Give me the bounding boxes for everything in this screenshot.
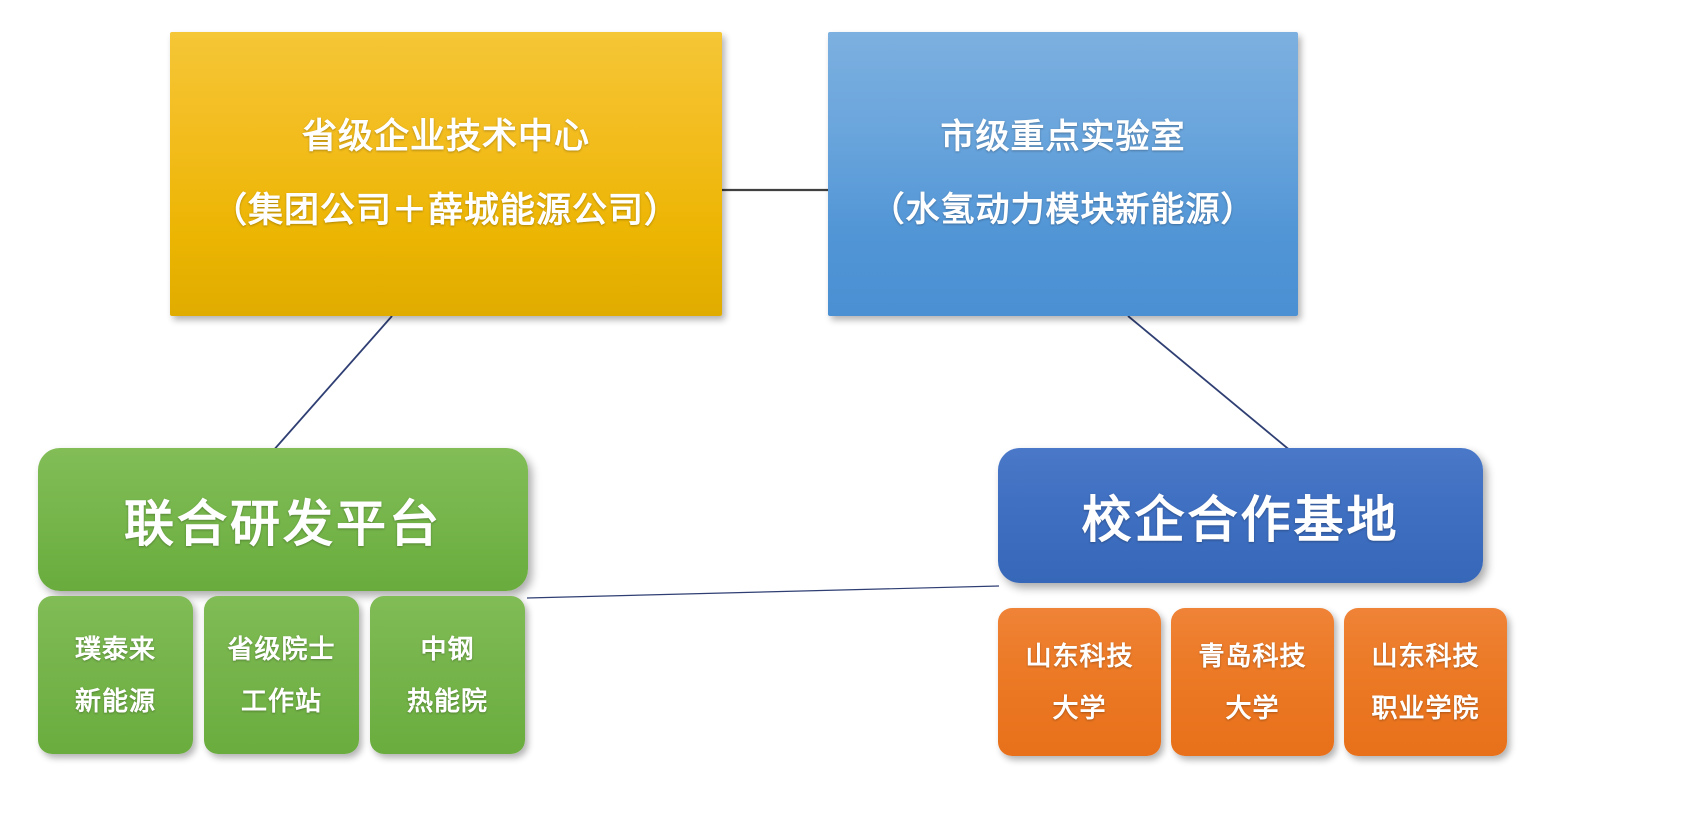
node-title-line-2: （水氢动力模块新能源） (870, 191, 1256, 229)
node-child-shandong-univ-science-technology[interactable]: 山东科技 大学 (998, 608, 1161, 756)
node-child-line-1: 中钢 (420, 634, 475, 664)
node-child-line-1: 青岛科技 (1198, 641, 1307, 671)
node-child-line-2: 新能源 (74, 686, 156, 716)
node-municipal-key-laboratory[interactable]: 市级重点实验室 （水氢动力模块新能源） (828, 32, 1298, 316)
node-child-line-1: 山东科技 (1371, 641, 1480, 671)
node-child-qingdao-univ-science-technology[interactable]: 青岛科技 大学 (1171, 608, 1334, 756)
node-child-line-1: 璞泰来 (74, 634, 156, 664)
node-provincial-enterprise-tech-center[interactable]: 省级企业技术中心 （集团公司＋薛城能源公司） (170, 32, 722, 316)
node-child-line-1: 山东科技 (1025, 641, 1134, 671)
connector-joint-rd-to-school-base (526, 585, 1000, 599)
node-child-line-2: 大学 (1225, 693, 1280, 723)
node-child-line-2: 工作站 (240, 686, 322, 716)
node-joint-rd-platform[interactable]: 联合研发平台 (38, 448, 528, 591)
node-title-line-1: 省级企业技术中心 (301, 116, 590, 156)
node-child-line-2: 大学 (1052, 693, 1107, 723)
node-child-line-1: 省级院士 (227, 634, 336, 664)
node-platform-label: 校企合作基地 (1081, 491, 1400, 548)
node-platform-label: 联合研发平台 (124, 495, 442, 552)
node-title-line-2: （集团公司＋薛城能源公司） (211, 191, 680, 230)
node-child-putailai-new-energy[interactable]: 璞泰来 新能源 (38, 596, 193, 754)
node-child-provincial-academician-workstation[interactable]: 省级院士 工作站 (204, 596, 359, 754)
node-school-enterprise-base[interactable]: 校企合作基地 (998, 448, 1483, 583)
node-child-line-2: 职业学院 (1371, 693, 1480, 723)
connector-lightblue-to-school-base (1127, 315, 1293, 453)
node-child-sinosteel-thermal-energy-institute[interactable]: 中钢 热能院 (370, 596, 525, 754)
node-child-shandong-vocational-college[interactable]: 山东科技 职业学院 (1344, 608, 1507, 756)
node-child-line-2: 热能院 (406, 686, 488, 716)
node-title-line-1: 市级重点实验室 (940, 117, 1186, 156)
connector-yellow-to-joint-rd (271, 315, 393, 453)
